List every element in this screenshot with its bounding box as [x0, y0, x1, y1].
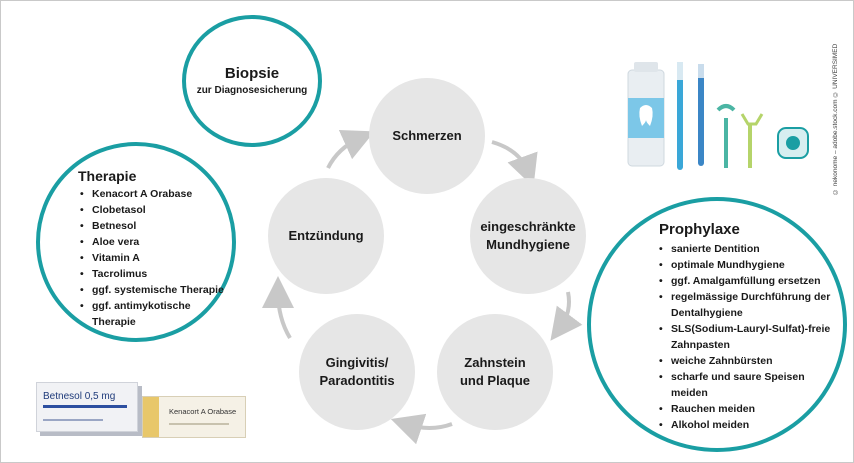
node-gingivitis: Gingivitis/ Paradontitis [299, 314, 415, 430]
node-inflammation: Entzündung [268, 178, 384, 294]
therapy-item: Kenacort A Orabase [80, 186, 230, 202]
node-limited-hygiene: eingeschränkte Mundhygiene [470, 178, 586, 294]
prophylaxis-item: Alkohol meiden [659, 417, 839, 433]
prophylaxis-item: ggf. Amalgamfüllung ersetzen [659, 273, 839, 289]
therapy-circle: Therapie Kenacort A Orabase Clobetasol B… [36, 142, 236, 342]
biopsy-circle: Biopsie zur Diagnosesicherung [182, 15, 322, 147]
therapy-title: Therapie [78, 168, 137, 184]
node-plaque: Zahnstein und Plaque [437, 314, 553, 430]
node-pain: Schmerzen [369, 78, 485, 194]
prophylaxis-item: Rauchen meiden [659, 401, 839, 417]
prophylaxis-circle: Prophylaxe sanierte Dentition optimale M… [587, 197, 847, 452]
betnesol-label: Betnesol 0,5 mg [43, 391, 116, 402]
floss-pick-icon [740, 113, 764, 168]
therapy-list: Kenacort A Orabase Clobetasol Betnesol A… [80, 186, 230, 330]
prophylaxis-item: optimale Mundhygiene [659, 257, 839, 273]
kenacort-label: Kenacort A Orabase [169, 407, 237, 416]
prophylaxis-list: sanierte Dentition optimale Mundhygiene … [659, 241, 839, 433]
dental-products-illustration [627, 62, 809, 170]
toothpaste-icon [627, 62, 665, 167]
package-stripe [43, 405, 127, 408]
package-stripe [43, 419, 103, 421]
image-credit: © nekonome – adobe.stock.com © UNIVERSIM… [832, 43, 839, 195]
biopsy-subtitle: zur Diagnosesicherung [196, 85, 308, 96]
prophylaxis-title: Prophylaxe [659, 221, 740, 238]
kenacort-package: Kenacort A Orabase [142, 396, 246, 438]
therapy-item: Vitamin A [80, 250, 230, 266]
therapy-item: Tacrolimus [80, 266, 230, 282]
toothbrush-icon [698, 64, 704, 166]
therapy-item: ggf. antimykotische Therapie [80, 298, 230, 330]
interdental-brush-icon [716, 104, 736, 168]
therapy-item: ggf. systemische Therapie [80, 282, 230, 298]
package-side [143, 397, 159, 437]
therapy-item: Clobetasol [80, 202, 230, 218]
prophylaxis-item: SLS(Sodium-Lauryl-Sulfat)-freie Zahnpast… [659, 321, 839, 353]
prophylaxis-item: scharfe und saure Speisen meiden [659, 369, 839, 401]
betnesol-package: Betnesol 0,5 mg [36, 382, 138, 432]
therapy-item: Betnesol [80, 218, 230, 234]
prophylaxis-item: regelmässige Durchführung der Dentalhygi… [659, 289, 839, 321]
package-stripe [169, 423, 229, 425]
toothbrush-icon [677, 62, 683, 170]
prophylaxis-item: weiche Zahnbürsten [659, 353, 839, 369]
prophylaxis-item: sanierte Dentition [659, 241, 839, 257]
floss-icon [777, 127, 809, 159]
biopsy-title: Biopsie [224, 65, 280, 82]
therapy-item: Aloe vera [80, 234, 230, 250]
